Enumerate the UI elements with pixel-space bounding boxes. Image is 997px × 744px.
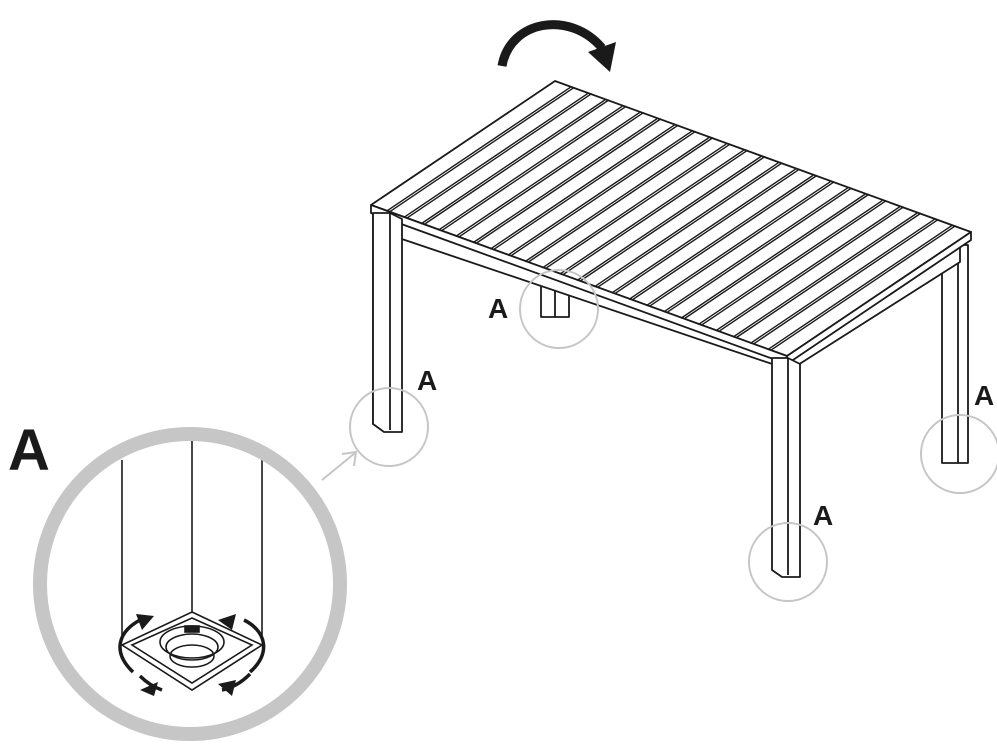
- slat-line: [680, 193, 866, 319]
- marker-label-back-right: A: [974, 380, 994, 411]
- arrow-icon: [321, 450, 358, 481]
- slat-line: [767, 225, 953, 351]
- slat-line: [420, 99, 606, 225]
- slat-line: [628, 174, 814, 300]
- slat-line: [753, 218, 939, 344]
- slat-line: [489, 124, 675, 250]
- table-drawing: [370, 80, 972, 578]
- foot-markers: [349, 269, 997, 602]
- slat-line: [507, 130, 693, 256]
- slat-line: [611, 168, 797, 294]
- slat-line: [697, 199, 883, 326]
- marker-circle-back-right: [920, 414, 997, 494]
- marker-circle-front-right: [748, 522, 828, 602]
- marker-label-center: A: [488, 293, 508, 324]
- slat-line: [649, 181, 835, 307]
- slat-line: [511, 130, 697, 256]
- detail-view: [33, 427, 347, 741]
- marker-label-front-right: A: [813, 500, 833, 531]
- rotation-arrows-icon: [118, 614, 266, 696]
- slat-line: [645, 181, 831, 307]
- marker-circle-front-left: [349, 387, 429, 467]
- slat-line: [632, 174, 818, 300]
- detail-callout-label: A: [8, 418, 50, 483]
- slat-line: [407, 93, 593, 219]
- slat-line: [732, 212, 918, 338]
- slat-line: [459, 111, 645, 238]
- slat-line: [437, 105, 623, 231]
- slat-line: [545, 143, 731, 269]
- slat-line: [597, 162, 783, 288]
- slat-line: [663, 187, 849, 313]
- slat-line: [563, 149, 749, 275]
- slat-line: [719, 206, 905, 332]
- leg-back-right: [941, 244, 969, 464]
- slat-line: [455, 111, 641, 238]
- curved-arrow-icon: [497, 20, 616, 72]
- slat-line: [736, 212, 922, 338]
- slat-line: [472, 118, 658, 244]
- slat-line: [580, 155, 766, 282]
- slat-line: [701, 199, 887, 326]
- tabletop-slats: [385, 86, 957, 351]
- slat-line: [389, 86, 575, 212]
- slat-line: [441, 105, 627, 231]
- slat-line: [541, 143, 727, 269]
- slat-line: [559, 149, 745, 275]
- slat-line: [403, 93, 589, 219]
- leg-front-left: [372, 212, 403, 433]
- slat-line: [493, 124, 679, 250]
- slat-line: [476, 118, 662, 244]
- slat-line: [684, 193, 870, 319]
- marker-label-front-left: A: [417, 365, 437, 396]
- leg-front-right: [771, 357, 801, 578]
- slat-line: [593, 162, 779, 288]
- slat-line: [576, 155, 762, 282]
- slat-line: [424, 99, 610, 225]
- slat-line: [615, 168, 801, 294]
- slat-line: [524, 137, 710, 263]
- slat-line: [771, 225, 957, 351]
- slat-line: [667, 187, 853, 313]
- slat-line: [715, 206, 901, 332]
- marker-circle-center: [519, 269, 599, 349]
- slat-line: [385, 86, 571, 212]
- slat-line: [528, 137, 714, 263]
- slat-line: [749, 218, 935, 344]
